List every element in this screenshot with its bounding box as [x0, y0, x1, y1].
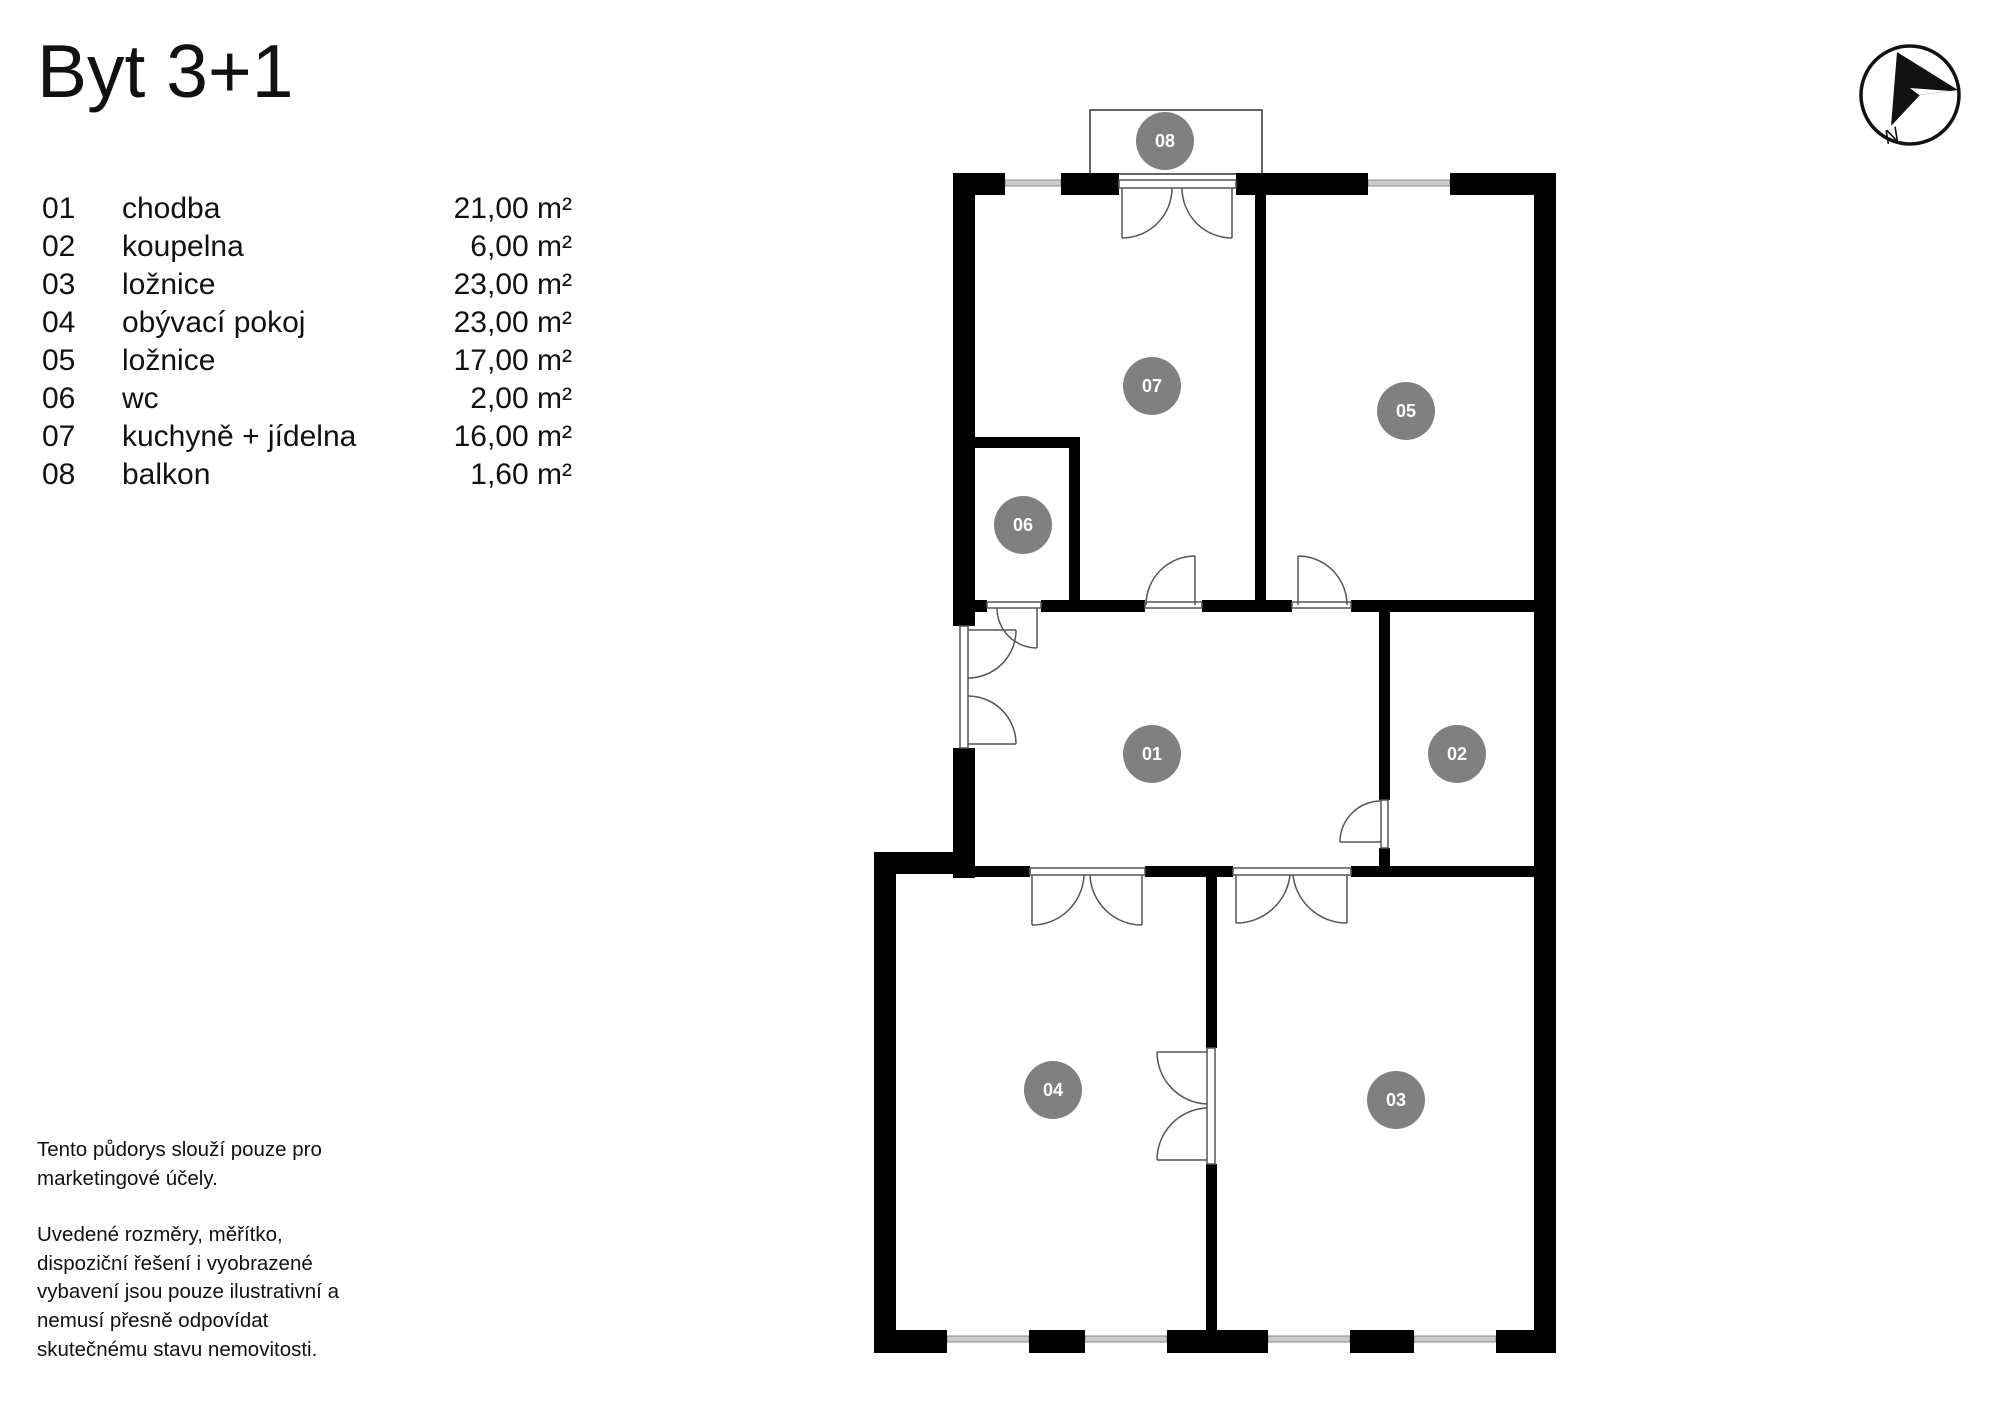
svg-text:08: 08: [1155, 131, 1175, 151]
room-area: 1,60 m²: [470, 458, 572, 491]
svg-text:04: 04: [1043, 1080, 1063, 1100]
room-badges: 08 07 05 06 01 02 04 03: [994, 112, 1486, 1129]
room-name: wc: [122, 382, 159, 415]
svg-text:02: 02: [1447, 744, 1467, 764]
room-number: 03: [42, 268, 76, 301]
room-badge-02: 02: [1428, 725, 1486, 783]
room-area: 23,00 m²: [453, 268, 572, 301]
room-badge-01: 01: [1123, 725, 1181, 783]
page-title: Byt 3+1: [37, 29, 294, 113]
room-name: koupelna: [122, 230, 244, 263]
walls: [874, 173, 1556, 1353]
room-number: 02: [42, 230, 76, 263]
room-name: ložnice: [122, 344, 216, 377]
room-name: obývací pokoj: [122, 306, 306, 339]
room-badge-03: 03: [1367, 1071, 1425, 1129]
svg-text:01: 01: [1142, 744, 1162, 764]
compass-arrow-icon: N: [1859, 44, 1961, 149]
disclaimer: Tento půdorys slouží pouze pro marketing…: [37, 1136, 377, 1392]
doors: [959, 179, 1389, 1165]
disclaimer-paragraph-2: Uvedené rozměry, měřítko, dispoziční řeš…: [37, 1223, 339, 1361]
room-badge-06: 06: [994, 496, 1052, 554]
room-area: 17,00 m²: [453, 344, 572, 377]
room-name: balkon: [122, 458, 211, 491]
svg-text:07: 07: [1142, 376, 1162, 396]
room-area: 2,00 m²: [470, 382, 572, 415]
room-badge-08: 08: [1136, 112, 1194, 170]
room-name: chodba: [122, 192, 221, 225]
svg-text:06: 06: [1013, 515, 1033, 535]
room-number: 01: [42, 192, 76, 225]
room-area: 16,00 m²: [453, 420, 572, 453]
svg-text:03: 03: [1386, 1090, 1406, 1110]
room-number: 05: [42, 344, 76, 377]
room-area: 23,00 m²: [453, 306, 572, 339]
room-number: 07: [42, 420, 76, 453]
windows: [946, 179, 1497, 1343]
room-badge-07: 07: [1123, 357, 1181, 415]
svg-text:05: 05: [1396, 401, 1416, 421]
room-badge-05: 05: [1377, 382, 1435, 440]
compass-north-label: N: [1881, 123, 1903, 149]
room-name: kuchyně + jídelna: [122, 420, 357, 453]
room-name: ložnice: [122, 268, 216, 301]
room-area: 21,00 m²: [453, 192, 572, 225]
disclaimer-paragraph-1: Tento půdorys slouží pouze pro marketing…: [37, 1138, 322, 1190]
room-number: 06: [42, 382, 76, 415]
room-badge-04: 04: [1024, 1061, 1082, 1119]
room-number: 04: [42, 306, 76, 339]
room-area: 6,00 m²: [470, 230, 572, 263]
room-number: 08: [42, 458, 76, 491]
